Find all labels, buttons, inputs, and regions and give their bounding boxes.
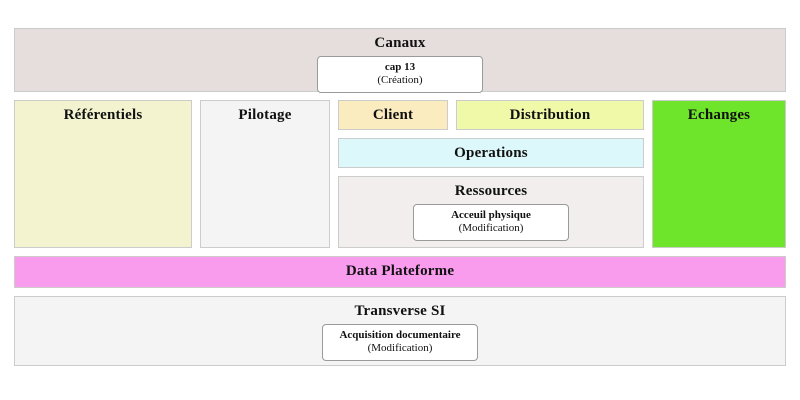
band-operations[interactable]: Operations xyxy=(338,138,644,168)
band-middle-row: Référentiels Pilotage Client Distributio… xyxy=(14,100,786,248)
band-client[interactable]: Client xyxy=(338,100,448,130)
band-data-plateforme-title: Data Plateforme xyxy=(345,263,455,279)
capability-card-name: Acquisition documentaire xyxy=(339,329,461,341)
band-distribution-title: Distribution xyxy=(509,107,591,123)
band-transverse-si-title: Transverse SI xyxy=(354,303,446,319)
band-distribution[interactable]: Distribution xyxy=(456,100,644,130)
band-referentiels[interactable]: Référentiels xyxy=(14,100,192,248)
band-canaux[interactable]: Canaux cap 13 (Création) xyxy=(14,28,786,93)
capability-card-state: (Modification) xyxy=(367,342,433,354)
capability-card-state: (Création) xyxy=(377,74,423,86)
band-ressources-title: Ressources xyxy=(454,183,528,199)
band-ressources[interactable]: Ressources Acceuil physique (Modificatio… xyxy=(338,176,644,248)
band-pilotage-title: Pilotage xyxy=(238,107,292,123)
band-transverse-si[interactable]: Transverse SI Acquisition documentaire (… xyxy=(14,296,786,366)
capability-card-state: (Modification) xyxy=(458,222,524,234)
capability-card-cap-13[interactable]: cap 13 (Création) xyxy=(317,56,483,93)
capability-card-name: cap 13 xyxy=(384,61,416,73)
center-top-row: Client Distribution xyxy=(338,100,644,130)
capability-card-name: Acceuil physique xyxy=(451,209,531,221)
band-center-stack: Client Distribution Operations Ressource… xyxy=(338,100,644,248)
band-pilotage[interactable]: Pilotage xyxy=(200,100,330,248)
band-operations-title: Operations xyxy=(454,145,528,161)
band-echanges-title: Echanges xyxy=(687,107,751,123)
band-data-plateforme[interactable]: Data Plateforme xyxy=(14,256,786,288)
band-echanges[interactable]: Echanges xyxy=(652,100,786,248)
band-client-title: Client xyxy=(372,107,414,123)
band-canaux-title: Canaux xyxy=(374,35,426,51)
capability-map-canvas: Canaux cap 13 (Création) Référentiels Pi… xyxy=(14,28,786,366)
capability-card-acquisition-documentaire[interactable]: Acquisition documentaire (Modification) xyxy=(322,324,478,361)
band-referentiels-title: Référentiels xyxy=(63,107,143,123)
capability-card-acceuil-physique[interactable]: Acceuil physique (Modification) xyxy=(413,204,569,241)
